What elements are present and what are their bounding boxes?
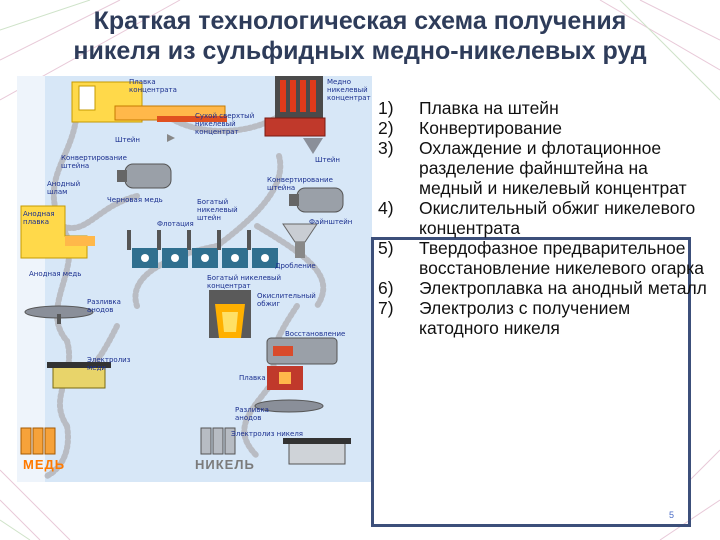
step-number: 7) [378,298,394,318]
content-frame [371,237,691,527]
label-anode-casting-left: Разливка анодов [87,298,121,314]
step-number: 4) [378,198,394,218]
step-text: Конвертирование [419,118,563,138]
label-rich-nickel-concentrate: Богатый никелевый концентрат [207,274,282,290]
step-text: Окислительный обжиг никелевого концентра… [419,198,696,238]
step-number: 5) [378,238,394,258]
step-number: 1) [378,98,394,118]
label-anode-melting: Анодная плавка [23,210,55,226]
process-scheme: Плавка концентрата Медно никелевый конце… [17,76,372,482]
label-matte-converting: Конвертирование штейна [61,154,127,170]
label-electrolysis-nickel: Электролиз никеля [231,430,304,438]
step-number: 2) [378,118,394,138]
label-nickel-product: НИКЕЛЬ [195,457,255,472]
step-number: 3) [378,138,394,158]
step-item: 5) Твердофазное предварительное восстано… [378,238,708,278]
label-copper-product: МЕДЬ [23,457,66,472]
label-electrolysis-copper: Электролиз меди [87,356,131,372]
label-black-copper: Черновая медь [107,196,163,204]
step-number: 6) [378,278,394,298]
step-text: Электролиз с получением катодного никеля [419,298,631,338]
title-line-2: никеля из сульфидных медно-никелевых руд [73,37,647,65]
page-number: 5 [669,510,675,520]
label-anode-casting-right: Разливка анодов [235,406,269,422]
step-text: Охлаждение и флотационное разделение фай… [419,138,687,198]
step-text: Электроплавка на анодный металл [419,278,707,298]
step-item: 1) Плавка на штейн [378,98,708,118]
label-copper-nickel-concentrate: Медно никелевый концентрат [327,78,371,102]
label-flotation: Флотация [157,220,194,228]
title-line-1: Краткая технологическая схема получения [93,7,627,35]
label-dry-concentrate: Сухой сверхтый никелевый концентрат [195,112,255,136]
step-item: 4) Окислительный обжиг никелевого концен… [378,198,708,238]
label-reduction: Восстановление [285,330,346,338]
label-anode-sludge: Анодный шлам [47,180,81,196]
label-smelt-concentrate: Плавка концентрата [129,78,177,94]
label-matte-converting-right: Конвертирование штейна [267,176,333,192]
label-matte-left: Штейн [115,136,140,144]
page-title: Краткая технологическая схема получения … [0,6,720,66]
scheme-graphic [17,76,372,482]
label-rich-matte: Богатый никелевый штейн [197,198,238,222]
process-steps-list: 1) Плавка на штейн 2) Конвертирование 3)… [378,98,708,338]
step-item: 3) Охлаждение и флотационное разделение … [378,138,708,198]
label-oxidizing-roast: Окислительный обжиг [257,292,316,308]
step-item: 2) Конвертирование [378,118,708,138]
label-anode-copper: Анодная медь [29,270,82,278]
label-crushing: Дробление [275,262,316,270]
step-item: 7) Электролиз с получением катодного ник… [378,298,708,338]
step-item: 6) Электроплавка на анодный металл [378,278,708,298]
label-melting: Плавка [239,374,266,382]
label-matte-right: Штейн [315,156,340,164]
label-fine-matte: Файнштейн [309,218,353,226]
step-text: Плавка на штейн [419,98,559,118]
step-text: Твердофазное предварительное восстановле… [419,238,704,278]
